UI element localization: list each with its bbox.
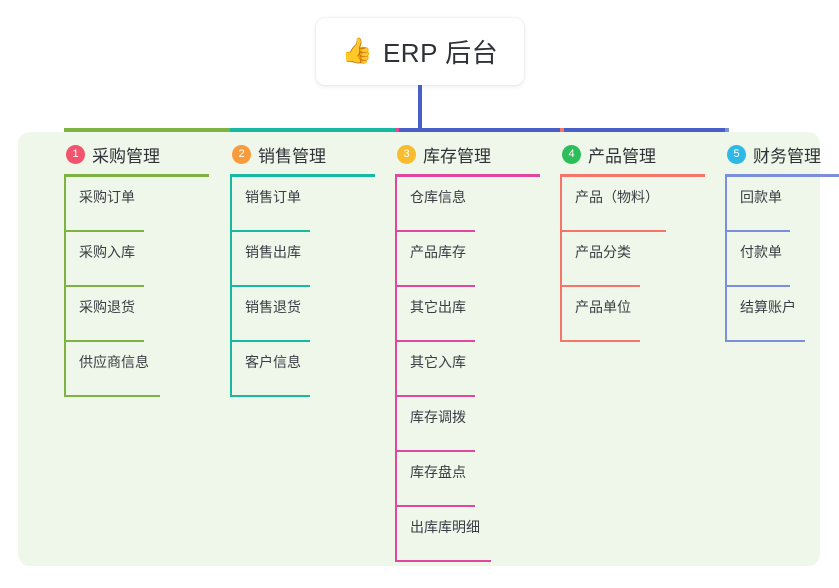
leaf-item-label: 采购订单	[79, 189, 135, 205]
leaf-item-underline	[395, 450, 475, 452]
leaf-item-label: 销售出库	[245, 244, 301, 260]
root-node-content: 👍 ERP 后台	[342, 33, 498, 70]
diagram-panel: 1 采购管理采购订单采购入库采购退货供应商信息 2 销售管理销售订单销售出库销售退货客…	[18, 132, 839, 566]
leaf-item-underline	[230, 340, 310, 342]
leaf-item-label: 产品库存	[410, 244, 466, 260]
column-title: 产品管理	[588, 146, 656, 166]
leaf-item-underline	[64, 340, 144, 342]
leaf-item-label: 产品（物料）	[575, 189, 659, 205]
column-spine	[395, 177, 397, 562]
leaf-item-underline	[64, 285, 144, 287]
leaf-item-underline	[64, 395, 160, 397]
leaf-item-label: 仓库信息	[410, 189, 466, 205]
column-spine	[64, 177, 66, 397]
column-index-badge: 1	[66, 144, 85, 164]
column-underline	[395, 174, 540, 177]
column-5: 5 财务管理回款单付款单结算账户	[703, 132, 839, 342]
leaf-item-underline	[230, 230, 310, 232]
leaf-item-label: 付款单	[740, 244, 782, 260]
leaf-item-underline	[725, 230, 790, 232]
leaf-item-label: 其它入库	[410, 354, 466, 370]
leaf-item-underline	[230, 285, 310, 287]
trunk-connector	[418, 85, 422, 130]
leaf-item-label: 客户信息	[245, 354, 301, 370]
leaf-item-label: 采购退货	[79, 299, 135, 315]
leaf-item-underline	[560, 340, 640, 342]
column-index-badge: 4	[562, 144, 581, 164]
column-1: 1 采购管理采购订单采购入库采购退货供应商信息	[42, 132, 209, 397]
leaf-item-underline	[395, 560, 491, 562]
leaf-item-label: 回款单	[740, 189, 782, 205]
bus-segment-1	[64, 128, 230, 132]
bus-segment-2	[230, 128, 395, 132]
column-spine	[560, 177, 562, 342]
leaf-item-label: 销售订单	[245, 189, 301, 205]
leaf-item-underline	[395, 340, 475, 342]
column-title: 库存管理	[423, 146, 491, 166]
column-title: 销售管理	[258, 146, 326, 166]
column-title: 采购管理	[92, 146, 160, 166]
leaf-item-label: 结算账户	[740, 299, 796, 315]
column-title: 财务管理	[753, 146, 821, 166]
column-3: 3 库存管理仓库信息产品库存其它出库其它入库库存调拨库存盘点出库库明细	[373, 132, 540, 562]
leaf-item-underline	[395, 395, 475, 397]
leaf-item-label: 产品分类	[575, 244, 631, 260]
column-header-3[interactable]: 3 库存管理	[373, 132, 533, 176]
column-underline	[560, 174, 705, 177]
leaf-item-underline	[560, 230, 666, 232]
column-4: 4 产品管理产品（物料） 产品分类产品单位	[538, 132, 705, 342]
column-index-badge: 3	[397, 144, 416, 164]
leaf-item-underline	[725, 285, 790, 287]
column-header-4[interactable]: 4 产品管理	[538, 132, 698, 176]
root-node-title: ERP 后台	[382, 38, 499, 68]
leaf-item-label: 产品单位	[575, 299, 631, 315]
leaf-item-underline	[64, 230, 144, 232]
root-node-card[interactable]: 👍 ERP 后台	[316, 18, 524, 85]
leaf-item-underline	[725, 340, 805, 342]
leaf-item-label: 供应商信息	[79, 354, 149, 370]
column-index-badge: 2	[232, 144, 251, 164]
leaf-item-label: 销售退货	[245, 299, 301, 315]
leaf-item-underline	[395, 505, 475, 507]
leaf-item-underline	[395, 285, 475, 287]
column-underline	[230, 174, 375, 177]
column-underline	[64, 174, 209, 177]
leaf-item-label: 库存调拨	[410, 409, 466, 425]
column-underline	[725, 174, 839, 177]
column-2: 2 销售管理销售订单销售出库销售退货客户信息	[208, 132, 375, 397]
column-header-1[interactable]: 1 采购管理	[42, 132, 202, 176]
column-header-5[interactable]: 5 财务管理	[703, 132, 839, 176]
leaf-item-underline	[230, 395, 310, 397]
column-index-badge: 5	[727, 144, 746, 164]
leaf-item-label: 库存盘点	[410, 464, 466, 480]
thumbs-up-icon: 👍	[341, 37, 373, 65]
leaf-item-label: 其它出库	[410, 299, 466, 315]
leaf-item-label: 采购入库	[79, 244, 135, 260]
column-header-2[interactable]: 2 销售管理	[208, 132, 368, 176]
leaf-item-underline	[560, 285, 640, 287]
leaf-item-underline	[395, 230, 475, 232]
column-spine	[725, 177, 727, 342]
column-spine	[230, 177, 232, 397]
leaf-item-label: 出库库明细	[410, 519, 480, 535]
